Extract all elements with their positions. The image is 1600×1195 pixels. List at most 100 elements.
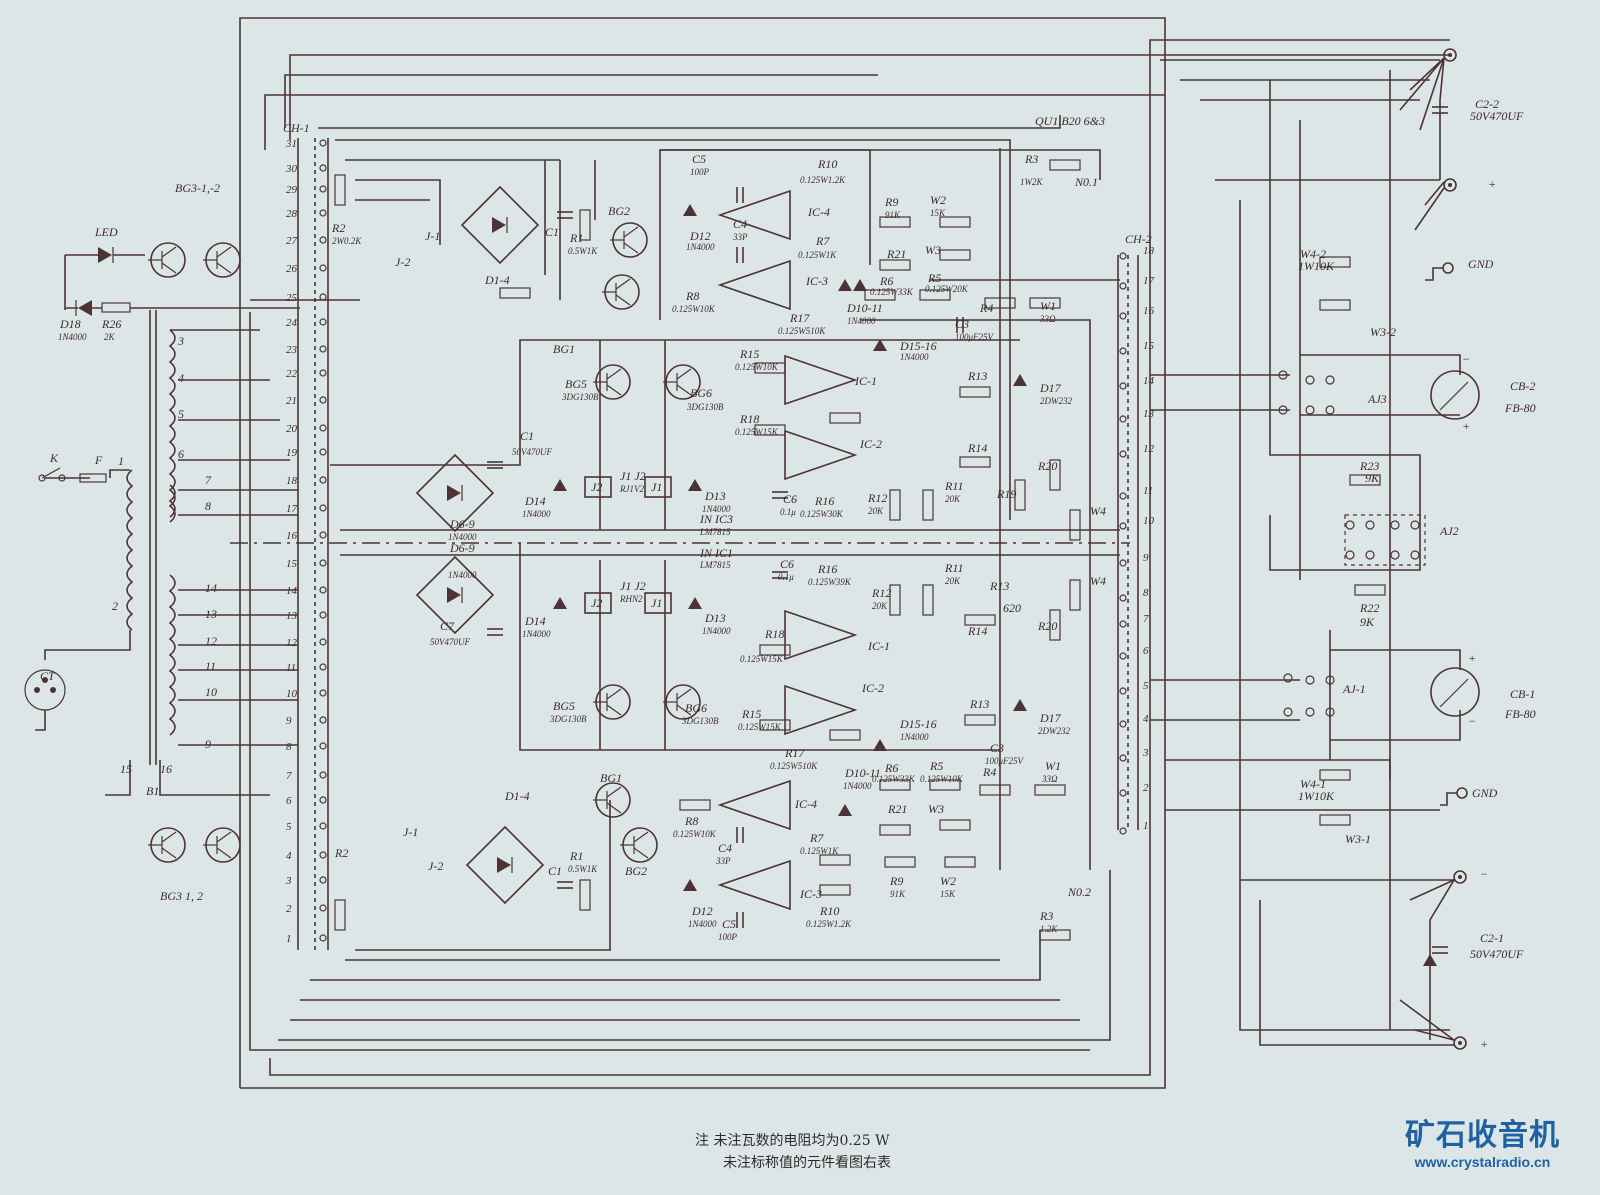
label-r10: R10 [817,157,837,171]
ch1-pin [319,185,327,193]
diode-icon [838,279,852,291]
ch2-pin-number: 4 [1143,713,1149,725]
switch-aj3-aj1[interactable] [1278,370,1335,717]
label-r11v: 20K [945,494,961,504]
label-d1011b: D10-11 [844,766,881,780]
ch1-pin-number: 31 [285,138,297,150]
ch1-pin-number: 7 [286,770,292,782]
bridge-rectifier-icon [460,185,540,265]
label-bg1top: BG1 [553,342,575,356]
label-j1bot: J-1 [403,825,418,839]
label-c7: C7 [440,619,455,633]
label-d1011: D10-11 [846,301,883,315]
ch1-pin-number: 25 [286,292,298,304]
label-w1v: 33Ω [1039,314,1056,324]
label-r8v: 0.125W10K [672,304,716,314]
label-r18v: 0.125W15K [735,427,779,437]
label-r5b: R5 [929,759,943,773]
label-r14b: R14 [967,624,987,638]
label-w1bv: 33Ω [1041,774,1058,784]
resistor-icon [979,784,1011,796]
label-d13bv: 1N4000 [702,626,731,636]
resistor-icon [889,584,901,616]
op-amps [717,189,858,911]
label-bg6b: BG6 [685,701,707,715]
label-r16b: R16 [817,562,837,576]
resistor-icon [922,489,934,521]
diode-icon [838,804,852,816]
label-r10bv: 0.125W1.2K [806,919,852,929]
label-ic4: IC-4 [807,205,830,219]
ch2-pin-number: 1 [1143,820,1149,832]
label-bg2bot: BG2 [625,864,647,878]
label-bg5bv: 3DG130B [549,714,587,724]
label-w2bv: 15K [940,889,956,899]
label-w42: W4-2 [1300,247,1326,261]
label-r10v: 0.125W1.2K [800,175,846,185]
label-w31: W3-1 [1345,832,1371,846]
label-r17: R17 [789,311,810,325]
label-r6bv: 0.125W33K [872,774,916,784]
ch1-pin [319,822,327,830]
ch1-pin-number: 22 [286,368,298,380]
switch-aj2[interactable] [1344,514,1426,566]
label-r10b: R10 [819,904,839,918]
resistor-icon [1049,459,1061,491]
label-d17b: D17 [1039,711,1062,725]
resistor-icon [1349,474,1381,486]
label-bg2top: BG2 [608,204,630,218]
ch1-pin [319,293,327,301]
label-d12v: 1N4000 [686,242,715,252]
label-aj2: AJ2 [1439,524,1459,538]
resistor-icon [1319,769,1351,781]
label-d1011v: 1N4000 [847,316,876,326]
ch1-pin-number: 24 [286,317,298,329]
ch2-pin-number: 15 [1143,340,1155,352]
meter-cb2 [1430,370,1480,420]
ch1-pin [319,934,327,942]
label-c5bv: 100P [718,932,738,942]
ch1-pin-number: 19 [286,447,298,459]
label-r5v: 0.125W20K [925,284,969,294]
ch2-pin-number: 8 [1143,587,1149,599]
label-ic1: IC-1 [854,374,877,388]
label-c4b: C4 [718,841,732,855]
label-gnd2: GND [1472,786,1498,800]
label-r21: R21 [886,247,906,261]
resistor-icon [1049,609,1061,641]
label-r8: R8 [685,289,699,303]
label-j12v: RJ1V2 [619,484,644,494]
transistor-icon [610,222,648,258]
label-tn15: 15 [120,762,132,776]
diode-d18 [65,300,300,316]
label-ic1b: IC-1 [867,639,890,653]
label-c1bot: C1 [548,864,562,878]
label-w1: W1 [1040,299,1056,313]
resistors [334,159,1386,941]
label-tn12: 12 [205,634,217,648]
resistor-icon [879,216,911,228]
transistor-icon [663,364,701,400]
ch2-pin-number: 7 [1143,613,1149,625]
label-j1: J1 [651,480,662,494]
ch1-pin-number: 8 [286,741,292,753]
label-r16bv: 0.125W39K [808,577,852,587]
label-tn2: 2 [112,599,118,613]
rectifier-bridges [415,185,545,905]
label-r16: R16 [814,494,834,508]
label-ch1: CH-1 [283,121,310,135]
label-r9bv: 91K [890,889,906,899]
ch1-pin-number: 13 [286,610,298,622]
ch1-pin-number: 26 [286,263,298,275]
label-w2v: 15K [930,208,946,218]
wiring [230,17,1461,1089]
label-r22v: 9K [1360,615,1375,629]
output-terminals[interactable] [1399,48,1468,1050]
diode-icon [1013,699,1027,711]
diode-icon [683,204,697,216]
label-w42v: 1W10K [1298,259,1335,273]
label-led: LED [94,225,118,239]
label-r6v: 0.125W33K [870,287,914,297]
ch1-pin [319,345,327,353]
